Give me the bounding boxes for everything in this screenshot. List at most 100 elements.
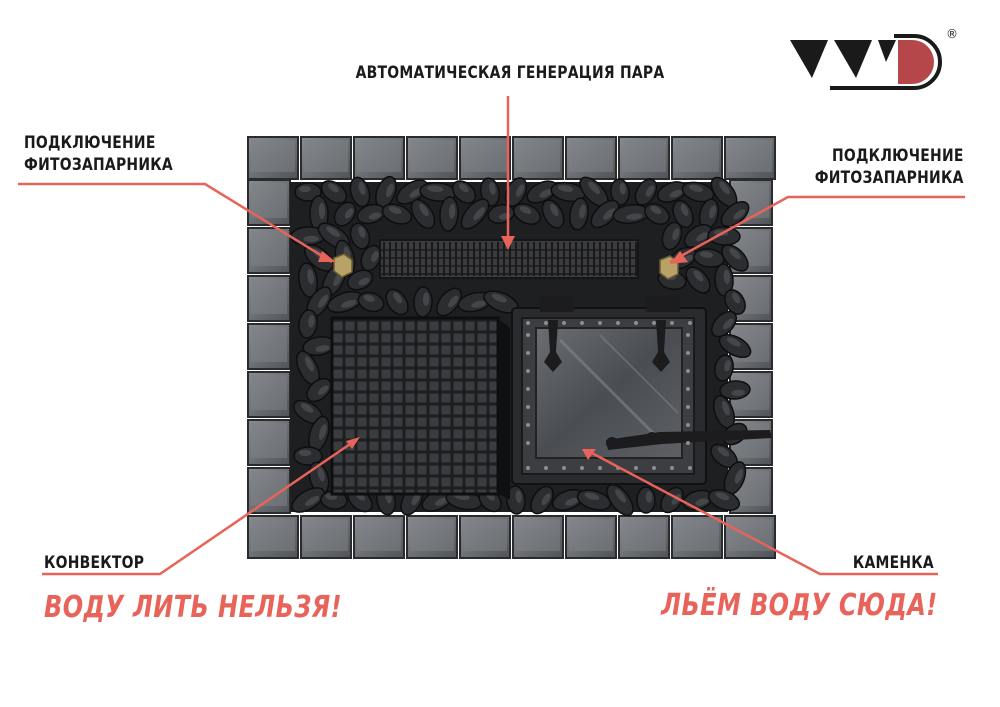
stone	[710, 310, 738, 338]
stone	[672, 199, 694, 229]
rivet	[598, 466, 602, 470]
leader-phyto-left	[18, 182, 333, 264]
stone	[724, 289, 746, 315]
rivet	[526, 333, 530, 337]
stone-highlight	[731, 389, 745, 396]
stone-highlight	[393, 292, 403, 304]
brick-face	[251, 183, 287, 218]
stone-highlight	[672, 228, 680, 241]
rivet	[686, 405, 690, 409]
brick-face	[675, 519, 719, 551]
stone-highlight	[473, 207, 486, 221]
stone-highlight	[723, 269, 731, 285]
rivet	[526, 423, 530, 427]
brick-face	[410, 519, 454, 551]
stone-highlight	[344, 208, 354, 219]
rivet	[526, 466, 530, 470]
rivet	[616, 321, 620, 325]
rivet	[688, 321, 692, 325]
stone-highlight	[448, 295, 459, 308]
stone-highlight	[584, 492, 600, 500]
stone	[721, 244, 749, 272]
brick-face	[728, 140, 772, 172]
stone-highlight	[626, 213, 643, 220]
stone-highlight	[358, 277, 370, 286]
stone-highlight	[303, 235, 319, 243]
brick-face	[357, 519, 401, 551]
stone	[306, 377, 332, 403]
stone-highlight	[699, 251, 714, 258]
stone-highlight	[341, 299, 357, 308]
stone	[636, 486, 656, 514]
brick-face	[463, 519, 507, 551]
stone-highlight	[318, 385, 329, 396]
label-phyto-left: ПОДКЛЮЧЕНИЕ ФИТОЗАПАРНИКА	[24, 132, 173, 176]
stone-highlight	[371, 250, 379, 262]
stone-highlight	[318, 294, 329, 308]
stone-highlight	[650, 205, 662, 214]
stone-highlight	[717, 446, 730, 457]
rivet	[526, 405, 530, 409]
warning-heater: ЛЬЁМ ВОДУ СЮДА!	[662, 588, 938, 623]
label-phyto-right-line2: ФИТОЗАПАРНИКА	[815, 168, 964, 188]
leader-phyto-right	[669, 195, 965, 264]
stone-highlight	[541, 493, 551, 506]
stone	[349, 222, 371, 250]
rivet	[686, 351, 690, 355]
stone-highlight	[588, 181, 601, 195]
stone-highlight	[695, 498, 709, 506]
rivet	[580, 466, 584, 470]
stone-highlight	[669, 189, 683, 198]
stone-highlight	[558, 185, 574, 192]
rivet	[686, 369, 690, 373]
rivet	[670, 321, 674, 325]
brick-face	[251, 423, 287, 458]
label-convector-text: КОНВЕКТОР	[44, 553, 145, 573]
stone-highlight	[304, 496, 320, 506]
brick-face	[569, 140, 613, 172]
stone-highlight	[721, 400, 730, 416]
stone-highlight	[298, 449, 312, 457]
brick-face	[675, 140, 719, 172]
label-phyto-left-line1: ПОДКЛЮЧЕНИЕ	[24, 133, 156, 153]
stone-highlight	[579, 204, 586, 219]
brick-face	[622, 140, 666, 172]
rivet	[526, 321, 530, 325]
stone-highlight	[326, 226, 341, 238]
rivet	[686, 387, 690, 391]
rivet	[688, 466, 692, 470]
rivet	[562, 321, 566, 325]
rivet	[544, 321, 548, 325]
brick-face	[251, 279, 287, 314]
stone	[333, 201, 357, 227]
stone-highlight	[300, 403, 314, 413]
arrowhead-phyto-left	[318, 251, 336, 262]
stone-highlight	[709, 205, 717, 219]
stone-highlight	[318, 202, 326, 220]
stone-highlight	[729, 248, 741, 260]
leader-heater	[589, 450, 938, 576]
rivet	[686, 423, 690, 427]
stone	[298, 262, 318, 298]
stone-highlight	[732, 292, 741, 304]
stone-highlight	[491, 293, 507, 303]
stone	[530, 485, 554, 515]
label-phyto-right: ПОДКЛЮЧЕНИЕ ФИТОЗАПАРНИКА	[815, 145, 964, 189]
stone	[634, 178, 658, 206]
label-heater: КАМЕНКА	[853, 552, 934, 574]
brand-logo: ®	[790, 27, 958, 90]
warning-convector: ВОДУ ЛИТЬ НЕЛЬЗЯ!	[44, 590, 342, 625]
arrowhead-steam	[501, 236, 515, 250]
stone-highlight	[615, 489, 627, 503]
arrowhead-phyto-right	[670, 251, 688, 264]
stone-highlight	[471, 300, 487, 308]
rivet	[686, 333, 690, 337]
stone-highlight	[317, 467, 325, 482]
warning-convector-text: ВОДУ ЛИТЬ НЕЛЬЗЯ!	[44, 590, 342, 625]
stone	[451, 180, 477, 204]
stone-highlight	[565, 497, 579, 506]
rivet	[652, 466, 656, 470]
label-steam-generation: АВТОМАТИЧЕСКАЯ ГЕНЕРАЦИЯ ПАРА	[330, 62, 691, 84]
stone-highlight	[385, 183, 394, 198]
